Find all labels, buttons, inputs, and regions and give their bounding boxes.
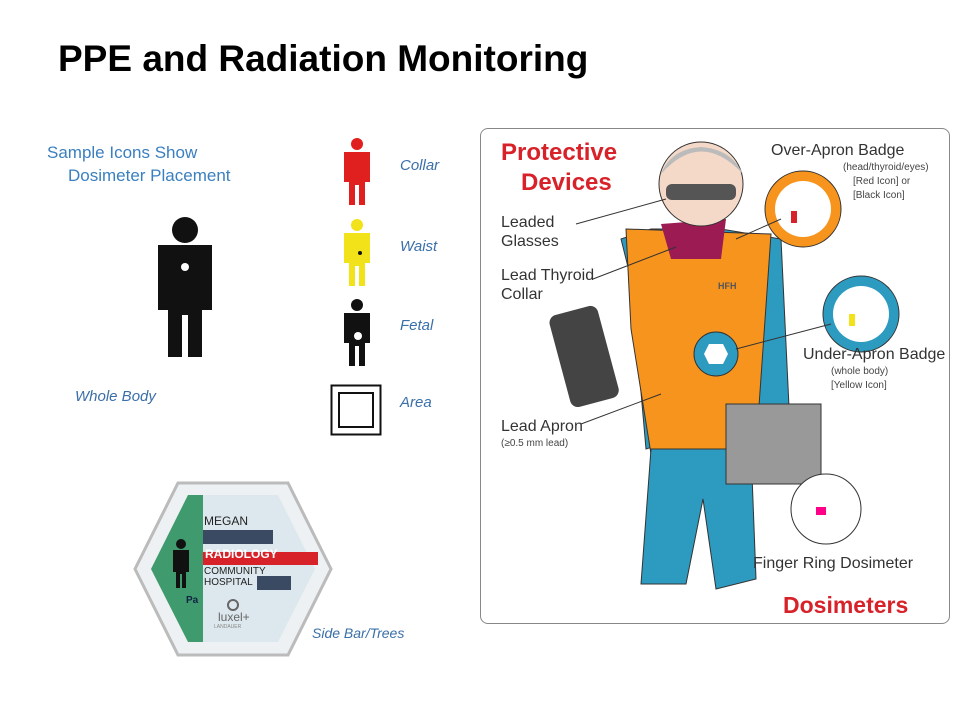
badge-hospital-line2: HOSPITAL: [204, 577, 253, 588]
over-apron-note2: [Red Icon] or: [853, 176, 911, 187]
leaded-glasses-line2: Glasses: [501, 233, 559, 250]
fetal-icon: [344, 299, 370, 366]
protective-title-line2: Devices: [521, 169, 612, 196]
thyroid-collar-line1: Lead Thyroid: [501, 267, 595, 284]
thyroid-collar-line2: Collar: [501, 286, 543, 303]
icons-heading-line2: Dosimeter Placement: [68, 166, 231, 185]
area-label: Area: [400, 394, 432, 411]
over-apron-label: Over-Apron Badge: [771, 142, 905, 159]
badge-name: MEGAN: [204, 514, 249, 528]
lead-apron-label: Lead Apron: [501, 418, 583, 435]
whole-body-icon: [158, 217, 212, 357]
collar-icon: [344, 138, 370, 205]
under-apron-note1: (whole body): [831, 366, 889, 377]
over-apron-note3: [Black Icon]: [853, 190, 905, 201]
waist-label: Waist: [400, 238, 438, 255]
fetal-label: Fetal: [400, 317, 434, 334]
icons-heading-line1: Sample Icons Show: [47, 143, 198, 162]
page-title: PPE and Radiation Monitoring: [58, 38, 589, 79]
badge-hospital-line1: COMMUNITY: [204, 566, 266, 577]
dosimeter-badge: [133, 481, 333, 657]
badge-department: RADIOLOGY: [205, 547, 278, 561]
side-bar-label: Side Bar/Trees: [312, 625, 405, 641]
person-illustration: [549, 141, 900, 590]
lead-apron-note: (≥0.5 mm lead): [501, 438, 569, 449]
protective-devices-illustration: Protective Devices Leaded Glasses Lead T…: [480, 128, 950, 624]
under-apron-label: Under-Apron Badge: [803, 346, 946, 363]
over-apron-note1: (head/thyroid/eyes): [843, 162, 929, 173]
badge-code: Pa: [186, 595, 199, 606]
whole-body-label: Whole Body: [75, 388, 156, 405]
badge-brand: luxel+: [218, 610, 250, 624]
waist-icon: [344, 219, 370, 286]
badge-brand-sub: LANDAUER: [214, 624, 242, 630]
area-icon: [330, 384, 382, 436]
finger-ring-label: Finger Ring Dosimeter: [753, 555, 914, 572]
under-apron-note2: [Yellow Icon]: [831, 380, 887, 391]
protective-title-line1: Protective: [501, 139, 618, 166]
dosimeters-title: Dosimeters: [783, 592, 909, 618]
apron-text: HFH: [718, 281, 737, 291]
collar-label: Collar: [400, 157, 440, 174]
leaded-glasses-line1: Leaded: [501, 214, 555, 231]
